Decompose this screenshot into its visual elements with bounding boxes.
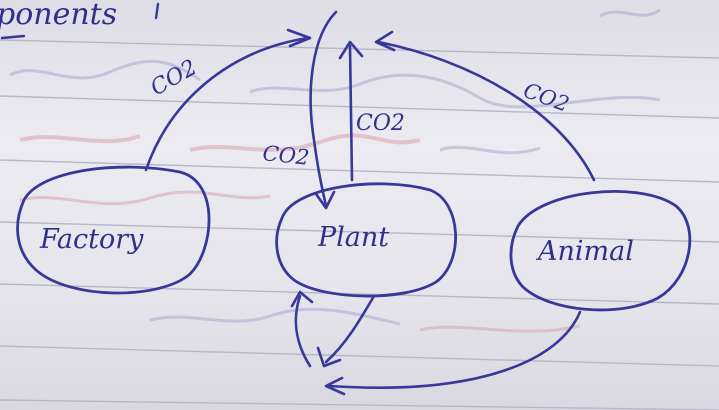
factory-ellipse <box>16 165 211 295</box>
bleed-stroke <box>419 324 581 333</box>
arrow-top-to-plant: CO2 <box>261 10 338 210</box>
rule-line <box>0 39 719 59</box>
heading-colon-mark <box>154 2 160 20</box>
arrow-shaft <box>309 10 338 208</box>
arrowhead <box>316 346 342 368</box>
bleed-stroke <box>149 307 401 326</box>
rule-line <box>0 399 719 410</box>
arrow-shaft <box>376 40 596 182</box>
factory-label: Factory <box>39 224 144 255</box>
arrowhead <box>324 376 346 396</box>
heading-fragment: ponents <box>0 0 117 32</box>
ruled-lines <box>0 39 719 410</box>
plant-ellipse <box>275 182 457 298</box>
arrow-label-co2: CO2 <box>261 141 310 170</box>
arrow-label-co2: CO2 <box>356 111 405 136</box>
arrow-plant-to-top: CO2 <box>338 40 405 182</box>
bleed-stroke <box>189 133 421 152</box>
arrow-plant-to-bottom <box>316 294 376 368</box>
bleed-stroke <box>19 134 141 144</box>
animal-ellipse <box>509 190 692 312</box>
arrowhead <box>374 30 396 52</box>
factory-node: Factory <box>16 165 211 295</box>
plant-node: Plant <box>275 182 457 298</box>
bleed-through-ink <box>9 8 661 333</box>
heading-underline <box>0 34 26 40</box>
bleed-stroke <box>249 73 661 109</box>
arrow-shaft <box>294 294 312 368</box>
arrow-shaft <box>324 294 376 364</box>
plant-label: Plant <box>317 222 389 253</box>
rule-line <box>0 221 719 243</box>
arrow-animal-to-bottom <box>324 310 582 396</box>
rule-line <box>0 159 719 183</box>
arrow-label-co2: CO2 <box>520 78 572 117</box>
bleed-stroke <box>439 145 541 155</box>
rule-line <box>0 95 719 119</box>
arrow-shaft <box>144 36 310 172</box>
bleed-stroke <box>9 59 201 82</box>
arrowhead <box>290 290 314 308</box>
animal-label: Animal <box>535 236 634 267</box>
arrow-bottom-to-plant <box>290 290 314 368</box>
bleed-stroke <box>599 8 661 18</box>
arrowhead <box>286 28 312 48</box>
arrowhead <box>314 190 336 210</box>
animal-node: Animal <box>509 190 692 312</box>
rule-line <box>0 345 719 367</box>
arrow-shaft <box>348 44 354 182</box>
arrow-shaft <box>328 310 582 389</box>
rule-line <box>0 283 719 305</box>
bleed-stroke <box>19 190 271 206</box>
arrowhead <box>338 40 364 60</box>
